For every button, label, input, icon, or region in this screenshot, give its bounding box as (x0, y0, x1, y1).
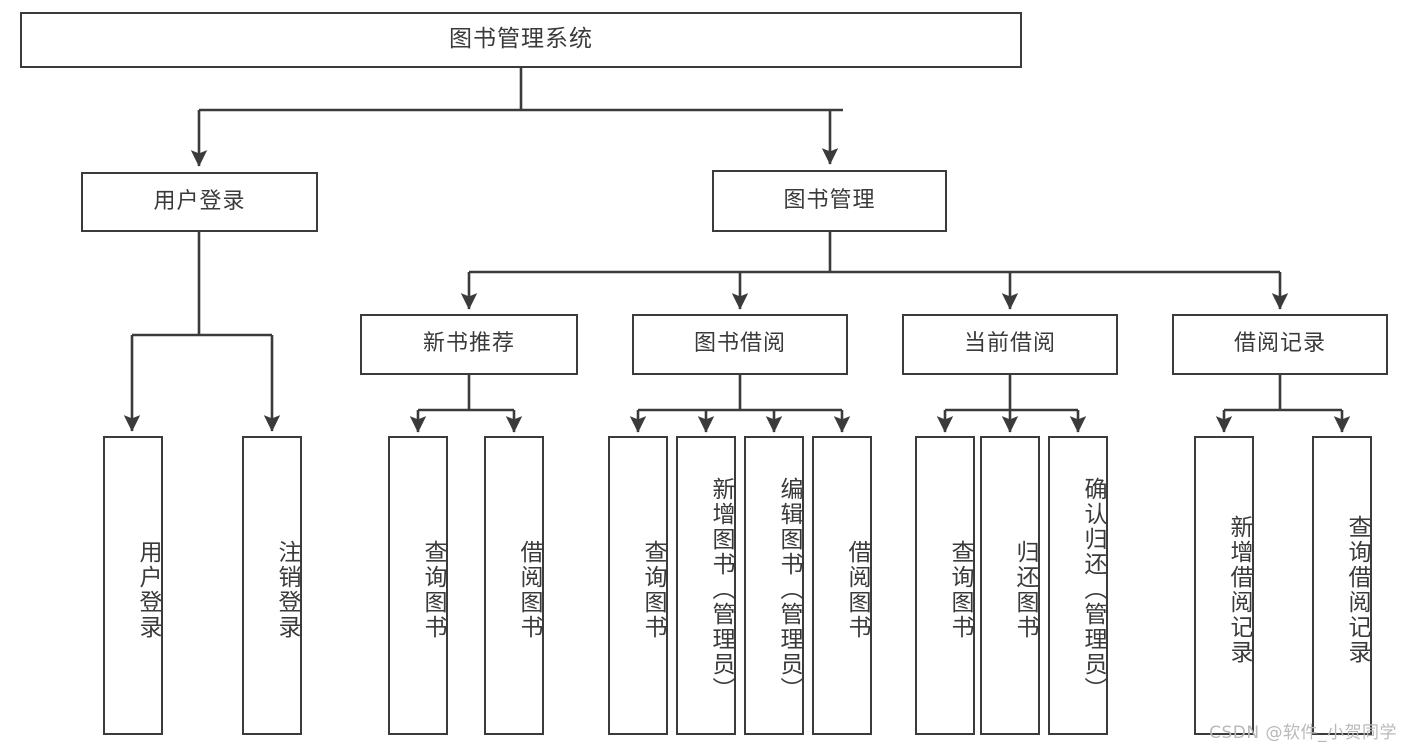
leaf-query-borrow-record[interactable]: 查询借阅记录 (1312, 436, 1372, 735)
node-label: 图书管理系统 (449, 26, 593, 53)
node-label: 图书借阅 (693, 331, 786, 357)
node-label: 借阅图书 (516, 539, 542, 640)
node-new-book-recommend[interactable]: 新书推荐 (360, 314, 578, 375)
node-book-management[interactable]: 图书管理 (712, 170, 947, 232)
node-label: 查询借阅记录 (1344, 514, 1370, 665)
leaf-edit-book-admin[interactable]: 编辑图书（管理员） (744, 436, 804, 735)
leaf-add-borrow-record[interactable]: 新增借阅记录 (1194, 436, 1254, 735)
node-current-borrow[interactable]: 当前借阅 (902, 314, 1118, 375)
node-root-library-management-system[interactable]: 图书管理系统 (20, 12, 1022, 68)
node-label: 借阅图书 (844, 539, 870, 640)
leaf-borrow-book[interactable]: 借阅图书 (812, 436, 872, 735)
watermark-text: CSDN @软件_小贺同学 (1209, 723, 1397, 743)
node-label: 图书管理 (783, 187, 876, 213)
node-label: 用户登录 (135, 539, 161, 640)
node-label: 新增借阅记录 (1226, 514, 1252, 665)
leaf-query-book-recommend[interactable]: 查询图书 (388, 436, 448, 735)
node-label: 新增图书（管理员） (708, 477, 734, 702)
node-label: 用户登录 (153, 188, 246, 214)
node-label: 确认归还（管理员） (1080, 477, 1106, 702)
node-book-borrow[interactable]: 图书借阅 (632, 314, 848, 375)
leaf-confirm-return-admin[interactable]: 确认归还（管理员） (1048, 436, 1108, 735)
leaf-query-book-current[interactable]: 查询图书 (915, 436, 975, 735)
leaf-add-book-admin[interactable]: 新增图书（管理员） (676, 436, 736, 735)
leaf-borrow-book-recommend[interactable]: 借阅图书 (484, 436, 544, 735)
node-label: 查询图书 (947, 539, 973, 640)
leaf-logout[interactable]: 注销登录 (242, 436, 302, 735)
node-label: 借阅记录 (1233, 331, 1326, 357)
leaf-user-login[interactable]: 用户登录 (103, 436, 163, 735)
node-label: 当前借阅 (963, 331, 1056, 357)
leaf-query-book-borrow[interactable]: 查询图书 (608, 436, 668, 735)
node-label: 查询图书 (420, 539, 446, 640)
node-label: 编辑图书（管理员） (776, 477, 802, 702)
node-label: 注销登录 (274, 539, 300, 640)
node-label: 新书推荐 (422, 331, 515, 357)
node-label: 查询图书 (640, 539, 666, 640)
node-user-login[interactable]: 用户登录 (81, 172, 318, 232)
node-label: 归还图书 (1012, 539, 1038, 640)
node-borrow-records[interactable]: 借阅记录 (1172, 314, 1388, 375)
leaf-return-book[interactable]: 归还图书 (980, 436, 1040, 735)
